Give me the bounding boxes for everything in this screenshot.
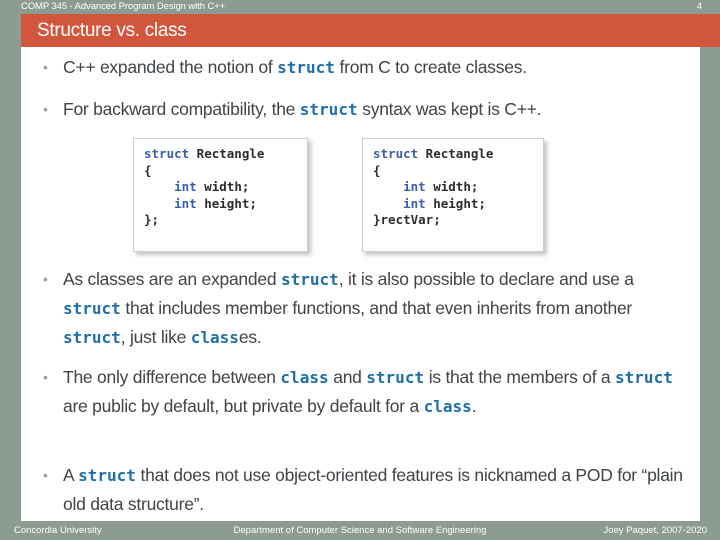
inline-text: syntax was kept is C++. xyxy=(357,99,542,119)
inline-text: , just like xyxy=(120,327,191,347)
inline-code-keyword: class xyxy=(190,328,239,347)
code-text: struct Rectangle { int width; int height… xyxy=(373,146,533,229)
inline-text: that does not use object-oriented featur… xyxy=(63,465,683,514)
code-keyword: int xyxy=(174,179,197,194)
inline-code-keyword: struct xyxy=(78,466,136,485)
bullet-item: • A struct that does not use object-orie… xyxy=(43,461,698,519)
code-plain xyxy=(144,179,174,194)
inline-code-keyword: struct xyxy=(280,270,339,289)
inline-text: are public by default, but private by de… xyxy=(63,396,424,416)
inline-code-keyword: struct xyxy=(615,368,673,387)
inline-text: es. xyxy=(238,327,262,347)
inline-code-keyword: struct xyxy=(366,368,425,387)
inline-code-keyword: struct xyxy=(277,58,335,77)
bullet-text: For backward compatibility, the struct s… xyxy=(63,95,693,124)
code-keyword: struct xyxy=(373,146,419,161)
bullet-text: A struct that does not use object-orient… xyxy=(63,461,698,519)
slide-title: Structure vs. class xyxy=(37,20,187,41)
code-plain: height; xyxy=(425,195,486,211)
code-keyword: int xyxy=(403,179,426,194)
bullet-marker: • xyxy=(43,271,48,287)
inline-text: that includes member functions, and that… xyxy=(120,298,633,318)
code-plain: Rectangle xyxy=(418,146,494,161)
bullet-item: • C++ expanded the notion of struct from… xyxy=(43,53,693,82)
code-snippet-struct-rectangle-rectvar: struct Rectangle { int width; int height… xyxy=(362,138,544,252)
inline-code-keyword: class xyxy=(423,397,472,416)
code-plain: { xyxy=(373,162,381,178)
bullet-marker: • xyxy=(43,101,48,117)
code-text: struct Rectangle { int width; int height… xyxy=(144,146,297,229)
bullet-text: The only difference between class and st… xyxy=(63,363,698,421)
inline-text: , it is also possible to declare and use… xyxy=(338,269,634,289)
code-snippet-struct-rectangle: struct Rectangle { int width; int height… xyxy=(133,138,308,252)
code-plain: Rectangle xyxy=(189,146,265,161)
bullet-text: C++ expanded the notion of struct from C… xyxy=(63,53,693,82)
slide-content: • C++ expanded the notion of struct from… xyxy=(21,47,700,521)
code-plain: { xyxy=(144,162,152,178)
code-plain: width; xyxy=(196,179,250,194)
slide-title-band: Structure vs. class xyxy=(21,14,720,47)
bullet-text: As classes are an expanded struct, it is… xyxy=(63,265,693,352)
bullet-item: • For backward compatibility, the struct… xyxy=(43,95,693,124)
bullet-marker: • xyxy=(43,369,48,385)
bullet-marker: • xyxy=(43,59,48,75)
inline-text: . xyxy=(471,396,477,416)
inline-text: The only difference between xyxy=(63,367,281,387)
code-plain xyxy=(373,179,403,194)
code-plain xyxy=(144,196,174,211)
inline-text: As classes are an expanded xyxy=(63,269,281,289)
slide-top-bar: COMP 345 - Advanced Program Design with … xyxy=(0,0,720,14)
inline-text: and xyxy=(328,367,367,387)
code-keyword: int xyxy=(403,195,426,211)
code-plain: height; xyxy=(196,195,257,211)
bullet-item: • As classes are an expanded struct, it … xyxy=(43,265,693,352)
code-keyword: int xyxy=(174,195,197,211)
code-plain: }; xyxy=(144,212,160,227)
course-title: COMP 345 - Advanced Program Design with … xyxy=(21,1,226,12)
inline-text: C++ expanded the notion of xyxy=(63,57,278,77)
code-plain xyxy=(373,196,403,211)
footer-author: Joey Paquet, 2007-2020 xyxy=(603,525,707,536)
bullet-marker: • xyxy=(43,467,48,483)
code-keyword: struct xyxy=(144,146,190,161)
footer-department: Department of Computer Science and Softw… xyxy=(233,525,487,536)
inline-text: For backward compatibility, the xyxy=(63,99,300,119)
inline-text: is that the members of a xyxy=(424,367,616,387)
slide-footer: Concordia University Department of Compu… xyxy=(0,521,720,540)
inline-code-keyword: struct xyxy=(63,328,121,347)
inline-code-keyword: struct xyxy=(63,299,121,318)
bullet-item: • The only difference between class and … xyxy=(43,363,698,421)
inline-text: from C to create classes. xyxy=(334,57,528,77)
page-number: 4 xyxy=(696,1,702,12)
inline-text: A xyxy=(63,465,79,485)
code-plain: }rectVar; xyxy=(373,212,441,227)
footer-institution: Concordia University xyxy=(14,525,102,536)
inline-code-keyword: struct xyxy=(299,100,358,119)
code-plain: width; xyxy=(425,179,479,194)
inline-code-keyword: class xyxy=(280,368,329,387)
